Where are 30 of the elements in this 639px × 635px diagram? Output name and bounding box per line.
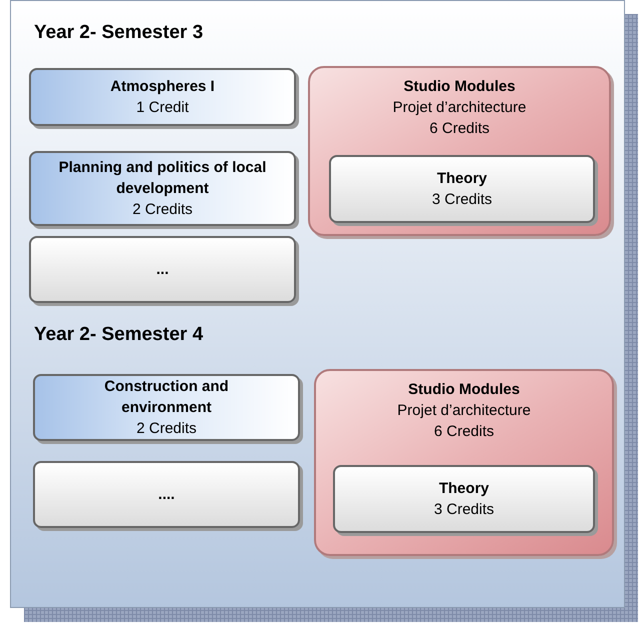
module-title: Construction and environment — [103, 377, 230, 418]
module-detail: 6 Credits — [432, 422, 496, 442]
module-title: ... — [155, 260, 170, 280]
module-box — [33, 374, 300, 441]
module-detail: Projet d’architecture — [396, 401, 532, 421]
module-title: Studio Modules — [407, 380, 521, 400]
module-box — [33, 461, 300, 528]
module-title: Planning and politics of local development — [58, 158, 268, 199]
module-box — [329, 155, 595, 223]
studio-panel — [314, 369, 614, 556]
module-title: Studio Modules — [402, 77, 516, 97]
module-box — [29, 151, 296, 226]
semester-heading: Year 2- Semester 4 — [34, 323, 204, 347]
module-detail: 6 Credits — [428, 119, 491, 139]
module-box — [333, 465, 595, 533]
module-box — [29, 68, 296, 126]
semester-panel — [10, 0, 625, 608]
module-detail: Projet d’architecture — [392, 98, 528, 118]
module-title: Theory — [436, 169, 488, 189]
module-title: .... — [157, 485, 176, 505]
module-title: Atmospheres I — [109, 77, 216, 97]
module-detail: 1 Credit — [135, 98, 190, 118]
module-detail: 3 Credits — [432, 500, 496, 520]
semester-heading: Year 2- Semester 3 — [34, 21, 204, 45]
module-title: Theory — [438, 479, 490, 499]
studio-panel — [308, 66, 611, 236]
module-detail: 2 Credits — [131, 200, 194, 220]
module-box — [29, 236, 296, 303]
module-detail: 2 Credits — [135, 419, 198, 439]
module-detail: 3 Credits — [430, 190, 494, 210]
